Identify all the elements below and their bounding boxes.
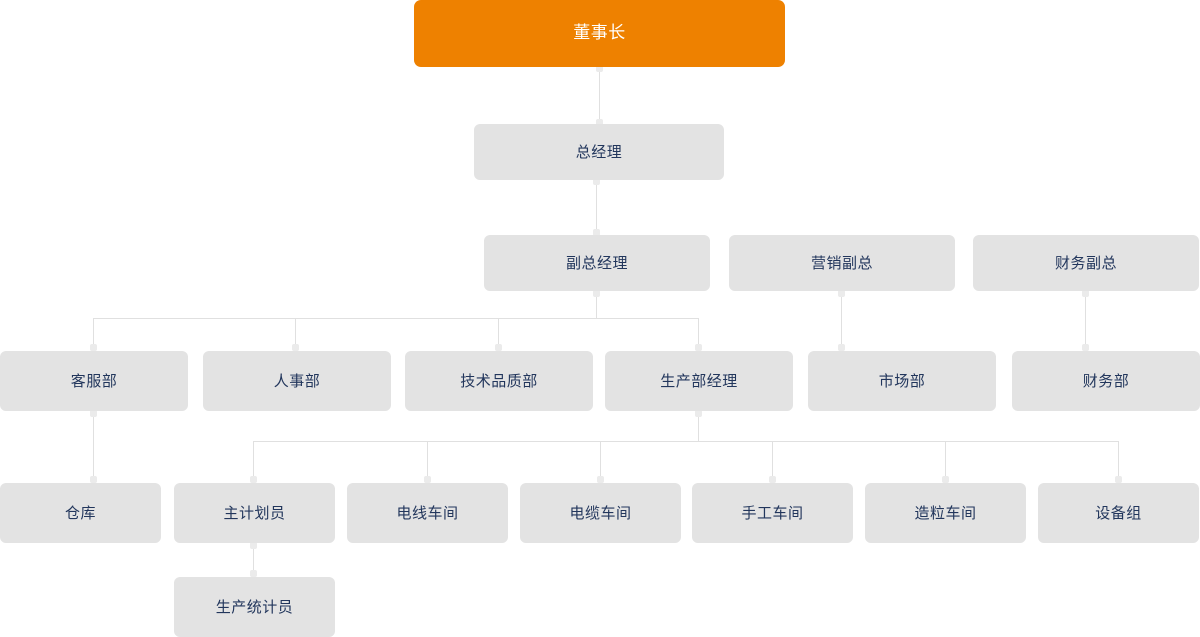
- org-node-equipment-group[interactable]: 设备组: [1038, 483, 1199, 543]
- org-node-label: 技术品质部: [460, 371, 538, 390]
- org-node-label: 电缆车间: [569, 503, 632, 522]
- org-node-label: 设备组: [1095, 503, 1142, 522]
- org-node-label: 副总经理: [565, 253, 628, 272]
- org-node-label: 手工车间: [741, 503, 804, 522]
- org-node-marketing-dept[interactable]: 市场部: [808, 351, 996, 411]
- org-node-label: 人事部: [273, 371, 321, 390]
- org-node-cable-workshop[interactable]: 电缆车间: [520, 483, 681, 543]
- org-node-wire-workshop[interactable]: 电线车间: [347, 483, 508, 543]
- org-node-label: 总经理: [575, 142, 623, 161]
- org-node-label: 财务副总: [1054, 253, 1117, 272]
- org-node-label: 董事长: [573, 23, 626, 43]
- org-node-chief-planner[interactable]: 主计划员: [174, 483, 335, 543]
- org-node-label: 仓库: [64, 503, 96, 522]
- org-node-label: 营销副总: [810, 253, 873, 272]
- org-node-deputy-general-manager[interactable]: 副总经理: [484, 235, 710, 291]
- org-node-label: 客服部: [70, 371, 118, 390]
- org-node-label: 主计划员: [223, 503, 286, 522]
- org-node-general-manager[interactable]: 总经理: [474, 124, 724, 180]
- org-node-label: 市场部: [878, 371, 926, 390]
- org-node-tech-quality-dept[interactable]: 技术品质部: [405, 351, 593, 411]
- org-node-marketing-vp[interactable]: 营销副总: [729, 235, 955, 291]
- org-node-finance-vp[interactable]: 财务副总: [973, 235, 1199, 291]
- org-node-chairman[interactable]: 董事长: [414, 0, 785, 67]
- org-node-finance-dept[interactable]: 财务部: [1012, 351, 1200, 411]
- org-node-label: 生产统计员: [215, 597, 294, 616]
- org-node-manual-workshop[interactable]: 手工车间: [692, 483, 853, 543]
- org-node-customer-service-dept[interactable]: 客服部: [0, 351, 188, 411]
- org-node-label: 生产部经理: [660, 371, 738, 390]
- org-node-hr-dept[interactable]: 人事部: [203, 351, 391, 411]
- org-node-production-statistician[interactable]: 生产统计员: [174, 577, 335, 637]
- org-node-warehouse[interactable]: 仓库: [0, 483, 161, 543]
- org-node-granulation-workshop[interactable]: 造粒车间: [865, 483, 1026, 543]
- org-node-label: 造粒车间: [914, 503, 977, 522]
- org-node-label: 财务部: [1082, 371, 1130, 390]
- org-node-label: 电线车间: [396, 503, 459, 522]
- org-node-production-manager[interactable]: 生产部经理: [605, 351, 793, 411]
